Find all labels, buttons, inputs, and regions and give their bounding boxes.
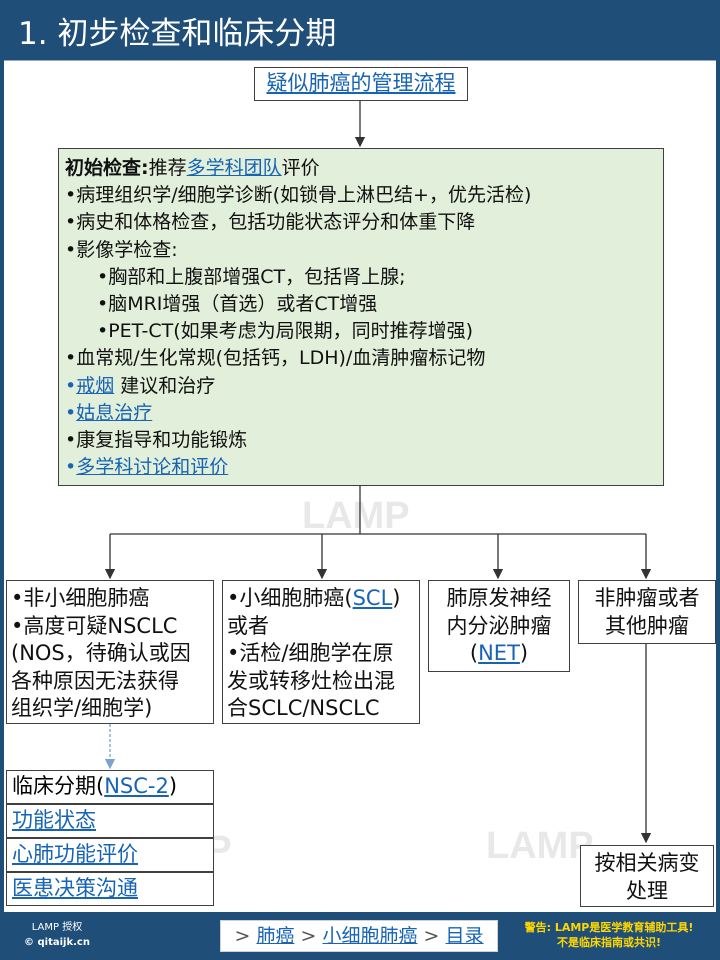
sclc-box: •小细胞肺癌(SCL) 或者 •活检/细胞学在原 发或转移灶检出混 合SCLC/… bbox=[222, 580, 420, 724]
header-bar: 1. 初步检查和临床分期 bbox=[0, 0, 720, 58]
suspected-lung-cancer-box[interactable]: 疑似肺癌的管理流程 bbox=[254, 67, 468, 101]
net-box: 肺原发神经 内分泌肿瘤 (NET) bbox=[428, 580, 570, 672]
workup-line-5: •胸部和上腹部增强CT，包括肾上腺; bbox=[97, 265, 406, 288]
workup-line-11: •康复指导和功能锻炼 bbox=[65, 429, 248, 452]
warning-text: 警告: LAMP是医学教育辅助工具! 不是临床指南或共识! bbox=[524, 921, 694, 949]
breadcrumb-contents[interactable]: 目录 bbox=[445, 925, 484, 947]
sclc-link[interactable]: SCL bbox=[352, 586, 393, 610]
workup-line-8: •血常规/生化常规(包括钙，LDH)/血清肿瘤标记物 bbox=[65, 347, 486, 370]
smoking-cessation-link[interactable]: 戒烟 bbox=[76, 374, 115, 397]
non-tumor-box: 非肿瘤或者 其他肿瘤 bbox=[578, 580, 716, 644]
performance-status-link[interactable]: 功能状态 bbox=[12, 808, 96, 832]
mdt-link[interactable]: 多学科团队 bbox=[186, 157, 282, 179]
watermark: LAMP bbox=[486, 825, 594, 867]
breadcrumb-sclc[interactable]: 小细胞肺癌 bbox=[322, 925, 418, 947]
workup-line-4: •影像学检查: bbox=[65, 238, 178, 261]
workup-line-7: •PET-CT(如果考虑为局限期，同时推荐增强) bbox=[97, 320, 474, 343]
cardiopulmonary-eval-item[interactable]: 心肺功能评价 bbox=[6, 838, 214, 872]
treat-accordingly-box: 按相关病变 处理 bbox=[580, 845, 714, 907]
mdt-discussion-link[interactable]: 多学科讨论和评价 bbox=[76, 456, 229, 479]
suspected-lung-cancer-link[interactable]: 疑似肺癌的管理流程 bbox=[266, 71, 456, 95]
breadcrumb-lung-cancer[interactable]: 肺癌 bbox=[256, 925, 295, 947]
shared-decision-item[interactable]: 医患决策沟通 bbox=[6, 872, 214, 906]
palliative-care-link[interactable]: 姑息治疗 bbox=[76, 401, 153, 424]
net-link[interactable]: NET bbox=[478, 641, 520, 665]
initial-workup-box: 初始检查:推荐多学科团队评价 •病理组织学/细胞学诊断(如锁骨上淋巴结+，优先活… bbox=[58, 148, 664, 486]
workup-line-1: 初始检查:推荐多学科团队评价 bbox=[65, 157, 320, 179]
performance-status-item[interactable]: 功能状态 bbox=[6, 804, 214, 838]
footer-bar: LAMP 授权 © qitaijk.cn > 肺癌 > 小细胞肺癌 > 目录 警… bbox=[0, 912, 720, 960]
workup-line-12: •多学科讨论和评价 bbox=[65, 456, 229, 479]
page-title: 1. 初步检查和临床分期 bbox=[18, 16, 337, 52]
workup-line-10: •姑息治疗 bbox=[65, 401, 153, 424]
clinical-staging-item[interactable]: 临床分期(NSC-2) bbox=[6, 770, 214, 804]
watermark: LAMP bbox=[302, 495, 410, 537]
breadcrumb: > 肺癌 > 小细胞肺癌 > 目录 bbox=[220, 920, 498, 952]
workup-line-6: •脑MRI增强（首选）或者CT增强 bbox=[97, 293, 378, 316]
nsclc-box: •非小细胞肺癌 •高度可疑NSCLC (NOS，待确认或因 各种原因无法获得 组… bbox=[6, 580, 214, 724]
nsc-2-link[interactable]: NSC-2 bbox=[104, 774, 169, 798]
workup-line-2: •病理组织学/细胞学诊断(如锁骨上淋巴结+，优先活检) bbox=[65, 184, 532, 207]
cardiopulmonary-eval-link[interactable]: 心肺功能评价 bbox=[12, 842, 138, 866]
workup-line-3: •病史和体格检查，包括功能状态评分和体重下降 bbox=[65, 211, 476, 234]
shared-decision-link[interactable]: 医患决策沟通 bbox=[12, 876, 138, 900]
lamp-logo: LAMP 授权 © qitaijk.cn bbox=[24, 922, 90, 948]
workup-line-9: •戒烟 建议和治疗 bbox=[65, 374, 216, 397]
